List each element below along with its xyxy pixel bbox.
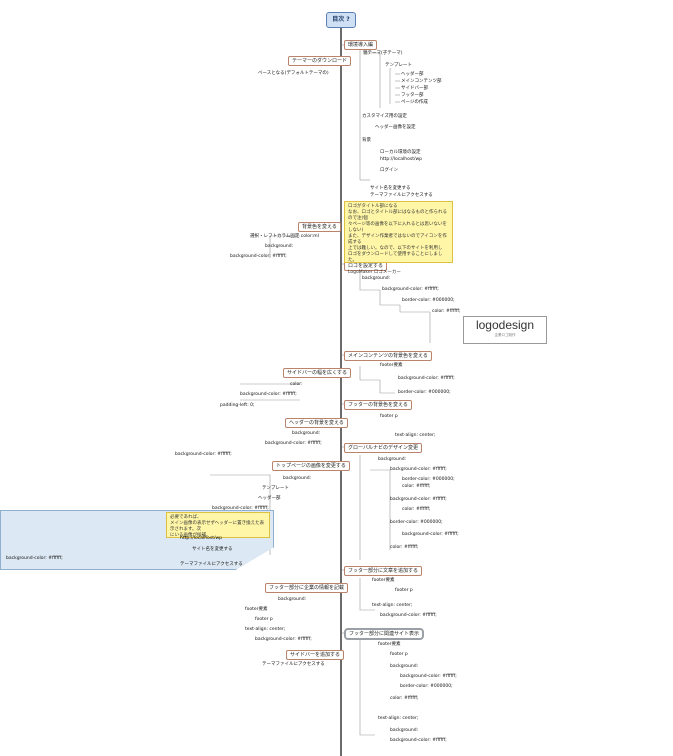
label-top-2: テンプレート (262, 486, 289, 491)
label-related-1: footer要素 (378, 642, 401, 647)
logo-subtitle: 企業ロゴ制作 (494, 333, 516, 337)
label-company-1: background: (278, 597, 307, 602)
label-page-create: ページの作成 (401, 100, 428, 105)
label-related-7: text-align: center; (378, 716, 419, 721)
label-localhost: http://localhost/wp (380, 157, 423, 162)
label-nav-5: background-color: #ffffff; (390, 497, 447, 502)
label-related-6: color: #ffffff; (390, 696, 419, 701)
label-company-5: background-color: #ffffff; (255, 637, 312, 642)
topic-add-sidebar[interactable]: サイドバーを追加する (286, 650, 345, 660)
label-related-8: background: (390, 728, 419, 733)
topic-environment[interactable]: 環境導入編 (344, 40, 378, 50)
label-header-1: background: (292, 431, 321, 436)
label-related-9: background-color: #ffffff; (390, 738, 447, 743)
label-nav-3: border-color: #000000; (402, 477, 455, 482)
main-trunk-line (340, 22, 342, 756)
label-nav-4: color: #ffffff; (402, 484, 431, 489)
label-nav-8: background-color: #ffffff; (402, 532, 459, 537)
label-main: メインコンテンツ部 (401, 79, 442, 84)
topic-theme-download[interactable]: テーマーのダウンロード (288, 56, 352, 66)
label-sidebar: サイドバー部 (401, 86, 428, 91)
label-footer: フッター部 (401, 93, 424, 98)
label-nav-2: background-color: #ffffff; (390, 467, 447, 472)
topic-background[interactable]: 背景色を変える (298, 222, 341, 232)
label-footer-sel: footer p (380, 414, 398, 419)
topic-main-content-bg[interactable]: メインコンテンツの背景色を変える (344, 351, 432, 361)
label-login: ログイン (380, 168, 398, 173)
label-logo-step2: background-color: #ffffff; (382, 287, 439, 292)
label-related-2: footer p (390, 652, 408, 657)
label-parent-theme: 親テーマ(子テーマ) (363, 51, 403, 56)
label-nav-7: border-color: #000000; (390, 520, 443, 525)
label-nav-6: color: #ffffff; (402, 507, 431, 512)
label-footer-text-1: footer要素 (372, 578, 395, 583)
label-sidebar-1: color: (290, 382, 303, 387)
label-footer-text-3: text-align: center; (372, 603, 413, 608)
label-top-7: background-color: #ffffff; (6, 556, 63, 561)
topic-sidebar-width[interactable]: サイドバーの幅を広くする (283, 368, 352, 378)
label-main-selector: footer要素 (380, 363, 403, 368)
topic-top-image[interactable]: トップページの画像を変更する (272, 461, 350, 471)
label-base-theme: ベースとなる(デフォルトテーマの) (258, 71, 329, 76)
label-top-1: background: (283, 476, 312, 481)
label-add-sidebar-1: テーマファイルにアクセスする (262, 662, 325, 667)
label-nav-9: color: #ffffff; (390, 545, 419, 550)
label-company-2: footer要素 (245, 607, 268, 612)
logodesign-image: logodesign 企業ロゴ制作 (463, 316, 547, 344)
label-top-5: http://localhost/wp (180, 536, 223, 541)
label-site-name: サイト名を変更する (370, 186, 411, 191)
label-local-env: ローカル環境の設定 (380, 150, 421, 155)
label-related-3: background: (390, 664, 419, 669)
label-sidebar-2: background-color: #ffffff; (240, 392, 297, 397)
label-footer-text-2: footer p (395, 588, 413, 593)
label-bg-2: background-color: #ffffff; (230, 254, 287, 259)
label-header: ヘッダー部 (401, 72, 424, 77)
topic-footer-bg[interactable]: フッターの背景色を変える (344, 400, 412, 410)
label-related-5: border-color: #000000; (400, 684, 453, 689)
label-footer-text-4: background-color: #ffffff; (380, 613, 437, 618)
label-company-4: text-align: center; (245, 627, 286, 632)
label-sidebar-3: padding-left: 0; (220, 403, 255, 408)
label-main-prop: background-color: #ffffff; (398, 376, 455, 381)
label-header-3: background-color: #ffffff; (175, 452, 232, 457)
label-left-column: 選択・レフトカラム固定 color:ml (250, 234, 319, 239)
label-bg: 背景 (362, 138, 371, 143)
label-customize: カスタマイズ用の設定 (362, 114, 407, 119)
label-bg-1: background: (265, 244, 294, 249)
label-company-3: footer p (255, 617, 273, 622)
image-note: 必要であれば、 メイン画像の表示せずヘッダーに置き換えた表示されます。次 にいる… (166, 512, 270, 538)
label-header-2: background-color: #ffffff; (265, 441, 322, 446)
label-footer-prop: text-align: center; (395, 433, 436, 438)
label-top-3: ヘッダー部 (258, 496, 281, 501)
label-related-4: background-color: #ffffff; (400, 674, 457, 679)
label-theme-access: テーマファイルにアクセスする (370, 193, 433, 198)
topic-footer-text[interactable]: フッター部分に文章を追加する (344, 566, 423, 576)
root-node[interactable]: 目次 ? (326, 12, 356, 28)
label-logo-step3: border-color: #000000; (402, 298, 455, 303)
label-header-image: ヘッダー画像を設定 (375, 125, 416, 130)
label-top-8: テーマファイルにアクセスする (180, 562, 243, 567)
label-logo-step1: background: (362, 276, 391, 281)
label-top-4: background-color: #ffffff; (212, 506, 269, 511)
topic-footer-company[interactable]: フッター部分に企業の情報を記載 (265, 583, 349, 593)
label-main-prop2: border-color: #000000; (398, 390, 451, 395)
topic-header-bg[interactable]: ヘッダーの背景を変える (285, 418, 348, 428)
label-template: テンプレート (385, 63, 412, 68)
topic-global-nav[interactable]: グローバルナビのデザイン変更 (344, 443, 422, 453)
label-nav-1: background: (378, 457, 407, 462)
logo-title: logodesign (475, 318, 535, 332)
logo-note: ロゴがタイトル部になる なお、ロゴとタイトル部にはなるものと作られるので注(個 … (344, 201, 453, 275)
label-top-6: サイト名を変更する (192, 547, 233, 552)
label-logo-step4: color: #ffffff; (432, 309, 461, 314)
topic-footer-related[interactable]: フッター部分に関連サイト表示 (344, 628, 425, 640)
